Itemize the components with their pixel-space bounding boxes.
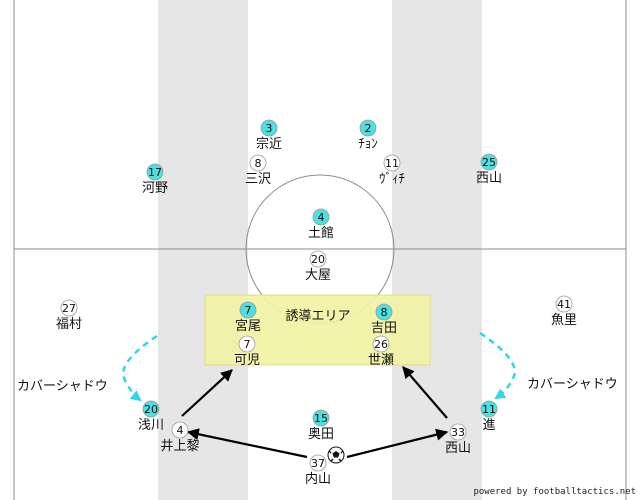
player-disc — [239, 301, 257, 319]
player-name: 吉田 — [370, 321, 398, 336]
pass-arrow-to-white-33 — [346, 428, 449, 459]
player-number: 7 — [244, 338, 251, 351]
player-name: 大屋 — [304, 268, 332, 283]
player-disc — [449, 423, 467, 441]
player-disc — [383, 154, 401, 172]
player-number: 33 — [451, 426, 465, 439]
player-name: 世瀬 — [367, 353, 395, 368]
player-disc — [60, 299, 78, 317]
player-disc — [146, 163, 164, 181]
player-disc — [312, 208, 330, 226]
player-disc — [171, 421, 189, 439]
player-disc — [480, 400, 498, 418]
player-number: 11 — [482, 403, 496, 416]
player-name: 三沢 — [244, 172, 272, 187]
player-number: 27 — [62, 302, 76, 315]
player-number: 41 — [557, 298, 571, 311]
player-name: 宗近 — [255, 137, 283, 152]
cover-shadow-arrow-left — [121, 334, 158, 402]
player-number: 11 — [385, 157, 399, 170]
player-number: 8 — [255, 157, 262, 170]
player-number: 17 — [148, 166, 162, 179]
player-number: 4 — [318, 211, 325, 224]
player-marker: 41 — [555, 295, 573, 313]
player-name: 土館 — [307, 226, 335, 241]
player-disc — [375, 303, 393, 321]
player-marker: 3 — [260, 119, 278, 137]
player-marker: 15 — [312, 409, 330, 427]
player-number: 8 — [381, 306, 388, 319]
soccer-ball-seams — [328, 450, 344, 462]
player-disc — [309, 454, 327, 472]
soccer-ball-patch — [332, 451, 340, 458]
pitch-stripe — [392, 0, 482, 500]
player-number: 20 — [144, 403, 158, 416]
player-number: 3 — [266, 122, 273, 135]
player-number: 4 — [177, 424, 184, 437]
player-name: 西山 — [444, 441, 472, 456]
player-marker: 20 — [309, 250, 327, 268]
player-marker: 25 — [480, 153, 498, 171]
player-name: 宮尾 — [234, 319, 262, 334]
player-name: ｳﾞｨﾁ — [379, 172, 405, 187]
player-name: 奥田 — [307, 427, 335, 442]
player-disc — [312, 409, 330, 427]
cover-shadow-label-right: カバーシャドウ — [527, 377, 618, 392]
player-marker: 33 — [449, 423, 467, 441]
player-number: 37 — [311, 457, 325, 470]
cover-shadow-label-left: カバーシャドウ — [17, 379, 108, 394]
player-name: 西山 — [475, 171, 503, 186]
player-number: 26 — [374, 338, 388, 351]
player-marker: 11 — [383, 154, 401, 172]
player-disc — [249, 154, 267, 172]
player-marker: 7 — [238, 335, 256, 353]
player-marker: 2 — [359, 119, 377, 137]
player-name: ﾁｮﾝ — [358, 137, 378, 152]
player-marker: 7 — [239, 301, 257, 319]
player-marker: 37 — [309, 454, 327, 472]
player-disc — [372, 335, 390, 353]
player-marker: 20 — [142, 400, 160, 418]
player-number: 7 — [245, 304, 252, 317]
player-name: 浅川 — [137, 418, 165, 433]
player-name: 魚里 — [550, 313, 578, 328]
pitch-stripe — [158, 0, 248, 500]
player-name: 可児 — [233, 353, 261, 368]
player-disc — [309, 250, 327, 268]
guide-area-label: 誘導エリア — [285, 309, 351, 324]
player-marker: 11 — [480, 400, 498, 418]
player-marker: 4 — [171, 421, 189, 439]
pass-arrow-to-white-26 — [402, 366, 448, 419]
player-name: 井上黎 — [160, 439, 200, 454]
player-marker: 4 — [312, 208, 330, 226]
player-number: 25 — [482, 156, 496, 169]
pass-arrow-to-white-7 — [181, 369, 233, 417]
player-number: 2 — [365, 122, 372, 135]
player-disc — [238, 335, 256, 353]
player-marker: 17 — [146, 163, 164, 181]
player-name: 進 — [482, 418, 496, 433]
player-disc — [359, 119, 377, 137]
credit-text: powered by footballtactics.net — [473, 487, 636, 497]
player-name: 内山 — [304, 472, 332, 487]
player-disc — [555, 295, 573, 313]
cover-shadow-arrow-right — [479, 331, 517, 400]
player-number: 20 — [311, 253, 325, 266]
soccer-ball-icon — [327, 446, 345, 464]
player-marker: 8 — [375, 303, 393, 321]
player-number: 15 — [314, 412, 328, 425]
player-disc — [480, 153, 498, 171]
player-disc — [260, 119, 278, 137]
player-marker: 8 — [249, 154, 267, 172]
player-disc — [142, 400, 160, 418]
player-name: 河野 — [141, 181, 169, 196]
player-marker: 26 — [372, 335, 390, 353]
player-marker: 27 — [60, 299, 78, 317]
player-name: 福村 — [55, 317, 83, 332]
pass-arrow-to-white-4 — [186, 428, 308, 459]
